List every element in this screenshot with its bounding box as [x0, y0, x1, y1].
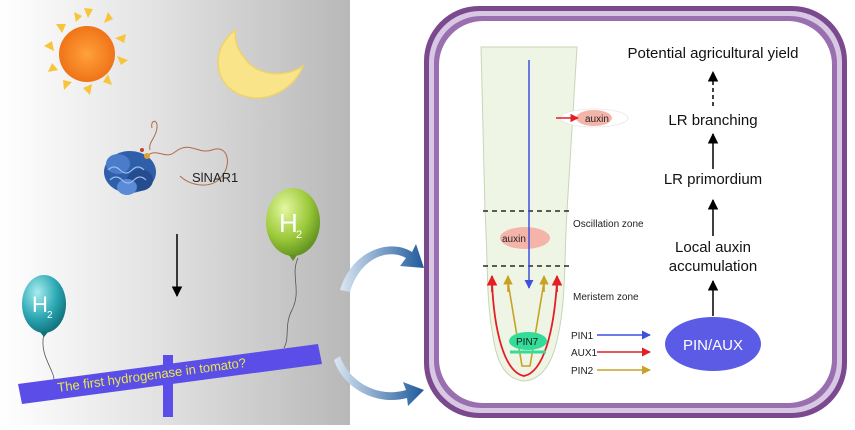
- svg-text:2: 2: [47, 310, 53, 321]
- svg-text:H: H: [32, 292, 48, 317]
- green-h2-balloon: H 2: [266, 188, 320, 349]
- meristem-zone-label: Meristem zone: [573, 292, 639, 303]
- pin2-gold-v: [507, 281, 545, 367]
- yield-label: Potential agricultural yield: [628, 45, 799, 62]
- oscillation-zone-label: Oscillation zone: [573, 219, 644, 230]
- sun-icon: [44, 8, 128, 95]
- pin-aux-ellipse: [665, 317, 761, 371]
- local-auxin-line1: Local auxin: [675, 239, 751, 256]
- local-auxin-line2: accumulation: [669, 258, 757, 275]
- pin-aux-label: PIN/AUX: [683, 337, 743, 354]
- legend-pin2-label: PIN2: [571, 366, 594, 377]
- curved-arrow-bottom: [334, 356, 424, 406]
- lr-branching-label: LR branching: [668, 112, 757, 129]
- svg-text:H: H: [279, 208, 298, 238]
- moon-icon: [217, 28, 305, 99]
- protein-structure-icon: [104, 120, 228, 195]
- auxin-label-oscillation: auxin: [502, 234, 526, 245]
- aux1-red-u-curve: [491, 281, 558, 377]
- pin7-label: PIN7: [516, 337, 539, 348]
- legend-aux1-label: AUX1: [571, 348, 598, 359]
- protein-label: SlNAR1: [192, 170, 238, 185]
- auxin-blob-oscillation: [500, 227, 550, 249]
- lr-primordium-label: LR primordium: [664, 171, 762, 188]
- pin7-blob: [509, 332, 547, 350]
- auxin-label-top: auxin: [585, 114, 609, 125]
- curved-arrow-top: [340, 244, 424, 292]
- teal-h2-balloon: H 2: [22, 275, 66, 389]
- legend-pin1-label: PIN1: [571, 331, 594, 342]
- svg-text:2: 2: [296, 229, 302, 241]
- auxin-blob-top: [576, 110, 612, 126]
